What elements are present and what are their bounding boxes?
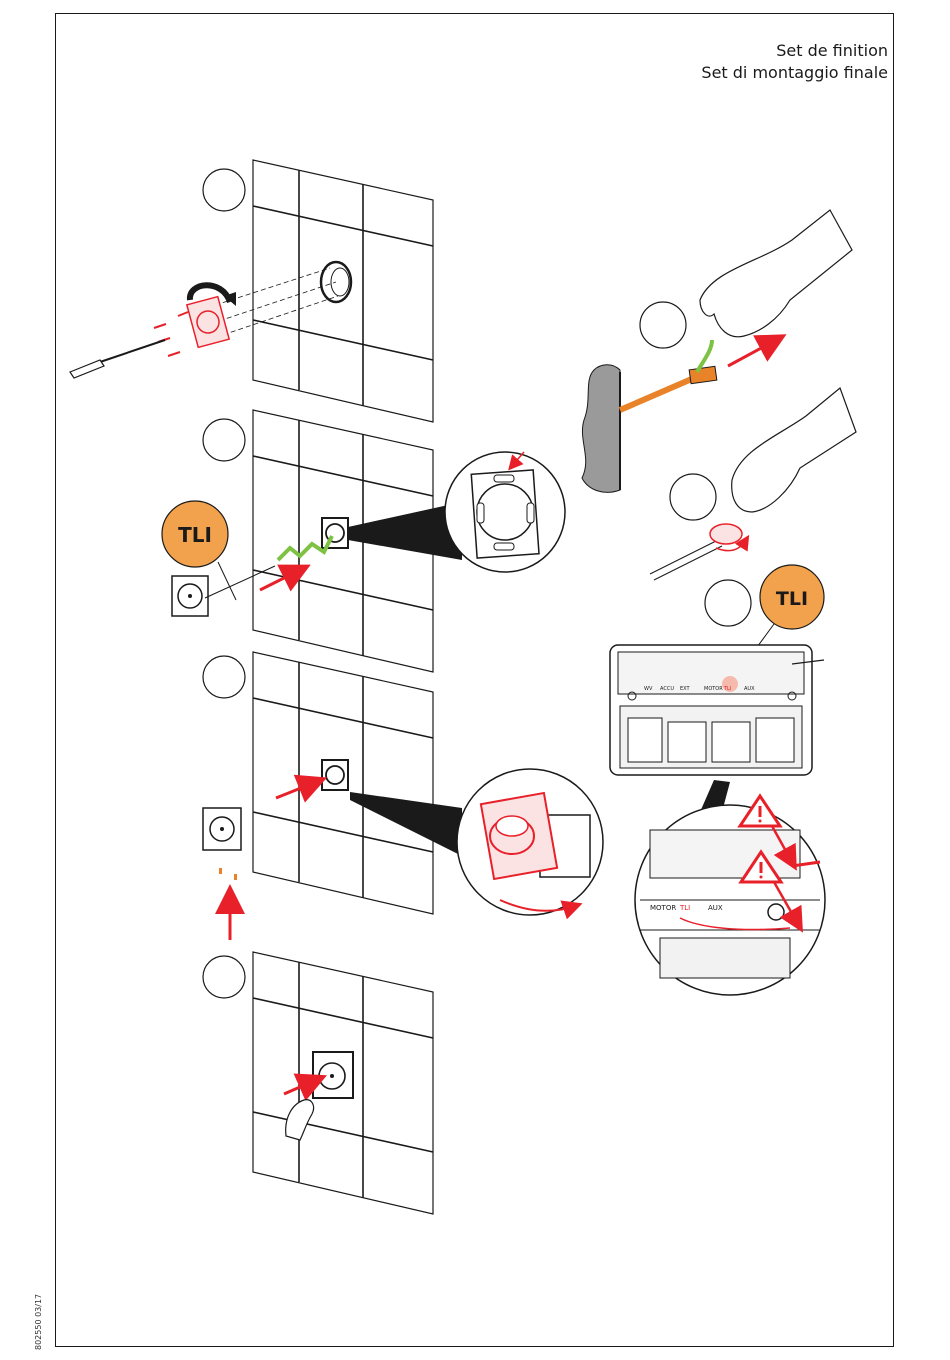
step-3-installed-frame — [322, 760, 348, 790]
step-b-circle — [670, 474, 716, 520]
tli-badge-right: TLI — [760, 565, 824, 629]
cable-end-connector — [650, 524, 746, 580]
cable-connector — [689, 366, 717, 383]
step-a-circle — [640, 302, 686, 348]
step-c-circle — [705, 580, 751, 626]
screwdriver-icon — [70, 340, 165, 378]
tli-control-plate — [172, 576, 208, 616]
hand-twisting-icon — [732, 388, 856, 512]
tli-badge-left: TLI — [162, 501, 228, 567]
control-unit-box: WV ACCU EXT MOTOR TLI AUX — [610, 645, 824, 775]
cu-label-tli: TLI — [723, 686, 731, 692]
hand-pulling-icon — [700, 210, 852, 337]
detail-label-tli: TLI — [679, 904, 690, 912]
zoom-circle-plate — [457, 769, 603, 915]
step-4-circle — [203, 956, 245, 998]
mounting-frame-red — [187, 297, 229, 348]
cu-label-accu: ACCU — [660, 686, 674, 692]
tli-label-right: TLI — [776, 588, 808, 610]
step-4-mounted-plate — [313, 1052, 353, 1098]
screw-markers — [154, 312, 188, 356]
cu-label-wv: WV — [644, 686, 653, 692]
zoom-circle-frame — [445, 452, 565, 572]
detail-label-motor: MOTOR — [650, 904, 676, 912]
cu-label-ext: EXT — [680, 686, 690, 692]
cu-label-aux: AUX — [744, 686, 755, 692]
detail-label-aux: AUX — [708, 904, 723, 912]
cu-label-motor: MOTOR — [704, 686, 723, 692]
orange-cable — [620, 378, 694, 410]
tli-label-left: TLI — [178, 523, 212, 547]
step-2-circle — [203, 419, 245, 461]
step-2-installed-frame — [322, 518, 348, 548]
step-3-circle — [203, 656, 245, 698]
step-1-circle — [203, 169, 245, 211]
loose-control-plate — [203, 808, 241, 880]
detail-circle: MOTOR TLI AUX — [635, 805, 825, 995]
wall-section — [582, 365, 620, 493]
pull-arrow — [728, 340, 776, 366]
tli-leader-left — [218, 562, 236, 600]
